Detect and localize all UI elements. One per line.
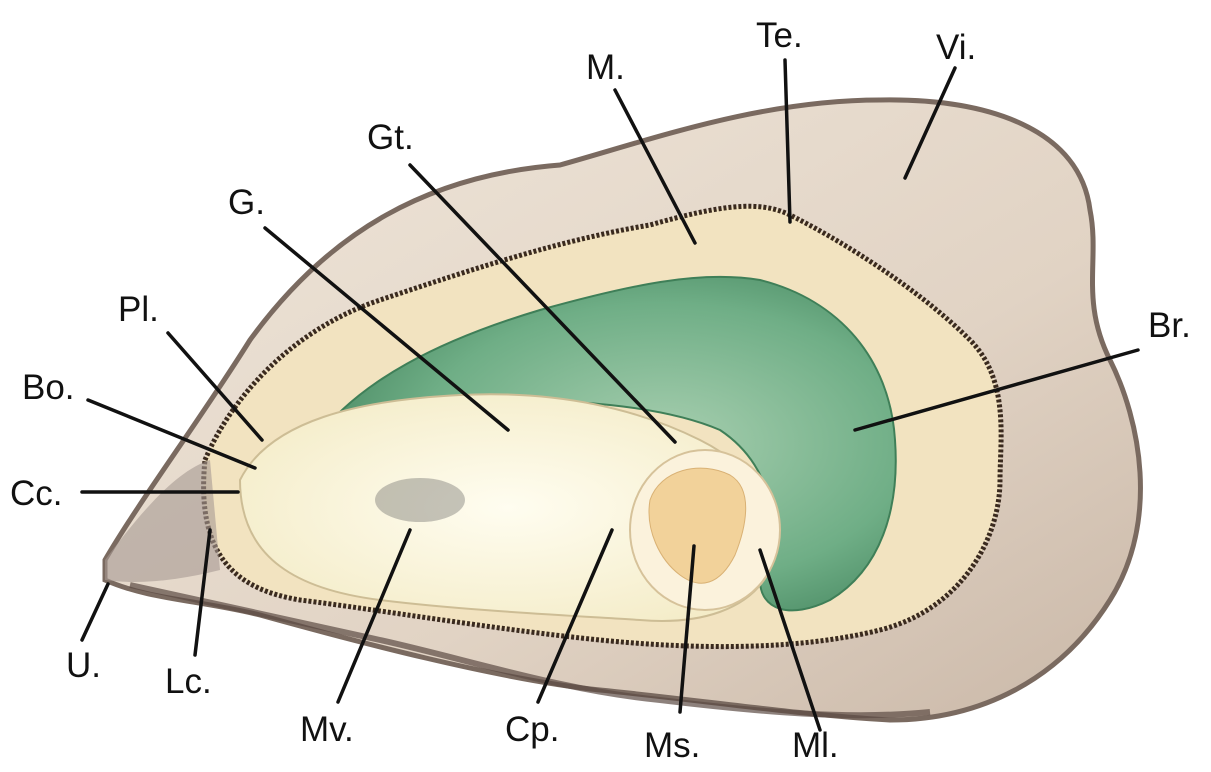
label-u: U.	[66, 648, 101, 683]
label-br: Br.	[1148, 308, 1191, 343]
label-te: Te.	[756, 18, 803, 53]
label-cc: Cc.	[10, 476, 63, 511]
label-ml: Ml.	[792, 728, 839, 763]
pigment-spot	[375, 478, 465, 522]
label-mv: Mv.	[300, 712, 354, 747]
label-ms: Ms.	[644, 728, 700, 763]
label-cp: Cp.	[505, 712, 559, 747]
label-bo: Bo.	[22, 370, 75, 405]
label-m: M.	[586, 50, 625, 85]
leader-u	[82, 584, 108, 640]
label-vi: Vi.	[936, 30, 976, 65]
label-gt: Gt.	[367, 120, 414, 155]
label-g: G.	[228, 185, 265, 220]
label-lc: Lc.	[165, 664, 212, 699]
label-pl: Pl.	[118, 292, 159, 327]
